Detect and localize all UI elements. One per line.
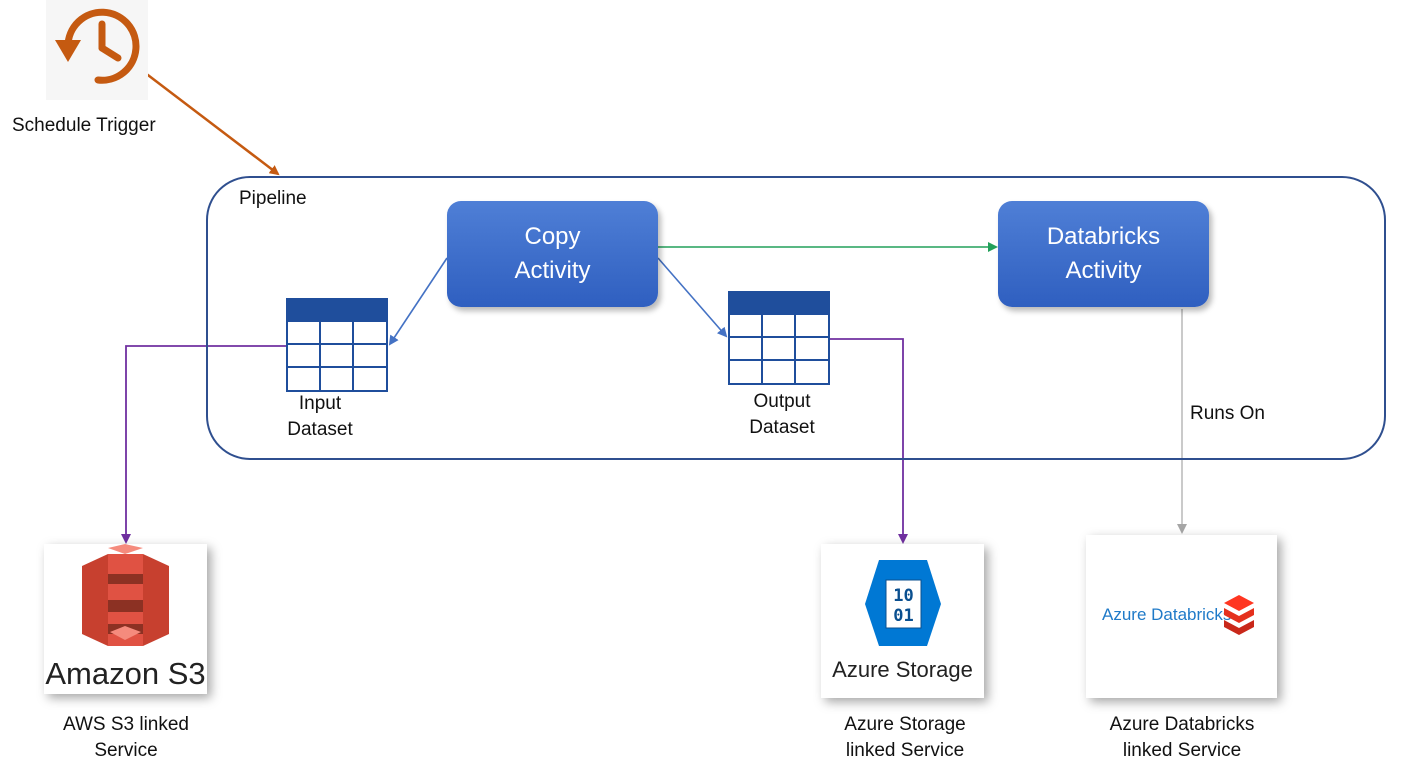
copy-activity[interactable]: Copy Activity — [447, 201, 658, 307]
trigger-label: Schedule Trigger — [12, 115, 156, 136]
input-to-s3-arrow — [121, 345, 287, 544]
svg-text:01: 01 — [893, 606, 913, 626]
databricks-service-line2: linked Service — [1122, 740, 1242, 761]
amazon-s3-icon — [82, 544, 169, 646]
storage-service-line2: linked Service — [845, 740, 965, 761]
copy-activity-line2: Activity — [514, 257, 591, 284]
databricks-service-line1: Azure Databricks — [1109, 714, 1255, 735]
copy-activity-line1: Copy — [524, 223, 581, 250]
runs-on-label: Runs On — [1190, 403, 1265, 424]
svg-text:10: 10 — [893, 586, 913, 606]
input-dataset-table-icon[interactable] — [285, 297, 389, 393]
azure-storage-logo-text: Azure Storage — [832, 657, 973, 682]
schedule-clock-icon — [55, 8, 140, 84]
output-dataset-line2: Dataset — [749, 417, 815, 438]
databricks-activity-line2: Activity — [1065, 257, 1142, 284]
azure-databricks-icon — [1224, 595, 1254, 635]
amazon-s3-service[interactable]: Amazon S3 — [44, 544, 207, 694]
storage-service-line1: Azure Storage — [844, 714, 966, 735]
s3-service-label: AWS S3 linked Service — [36, 712, 216, 764]
output-to-storage-arrow — [830, 338, 908, 544]
amazon-s3-logo-text: Amazon S3 — [45, 656, 206, 691]
databricks-service-label: Azure Databricks linked Service — [1082, 712, 1282, 764]
copy-to-input-arrow — [388, 257, 448, 346]
storage-service-label: Azure Storage linked Service — [805, 712, 1005, 764]
copy-to-output-arrow — [657, 257, 728, 338]
output-dataset-table-icon[interactable] — [727, 290, 831, 386]
azure-databricks-service[interactable]: Azure Databricks — [1086, 535, 1277, 698]
input-dataset-line1: Input — [298, 393, 342, 414]
output-dataset-line1: Output — [753, 391, 811, 412]
azure-databricks-logo-text: Azure Databricks — [1102, 605, 1232, 624]
input-dataset-line2: Dataset — [287, 419, 353, 440]
pipeline-label: Pipeline — [239, 188, 307, 209]
trigger-arrow — [139, 68, 280, 176]
output-dataset-label: Output Dataset — [732, 389, 832, 441]
databricks-activity-line1: Databricks — [1046, 223, 1161, 250]
azure-storage-service[interactable]: 10 01 Azure Storage — [821, 544, 984, 698]
schedule-trigger[interactable] — [46, 0, 148, 100]
databricks-activity[interactable]: Databricks Activity — [998, 201, 1209, 307]
pipeline-container[interactable] — [206, 176, 1386, 460]
s3-service-line2: Service — [94, 740, 158, 761]
input-dataset-label: Input Dataset — [270, 391, 370, 443]
s3-service-line1: AWS S3 linked — [62, 714, 189, 735]
azure-storage-icon: 10 01 — [865, 560, 941, 646]
